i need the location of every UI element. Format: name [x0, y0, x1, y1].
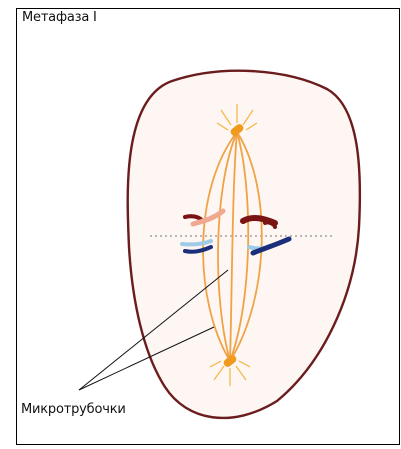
figure-frame: Метафаза I: [16, 8, 400, 445]
metaphase-diagram: [17, 9, 401, 446]
callout-label: Микротрубочки: [21, 402, 126, 417]
